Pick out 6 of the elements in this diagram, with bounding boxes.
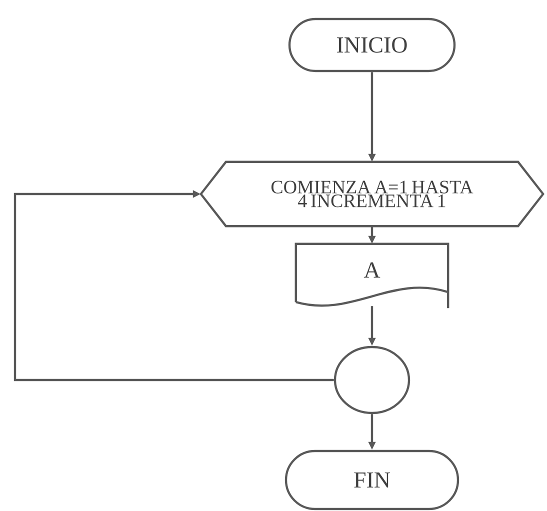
document-box: A [294, 242, 450, 310]
terminal-box: FIN [284, 450, 460, 510]
terminal-box: INICIO [288, 18, 456, 72]
connector-circle [334, 346, 410, 414]
arrow [14, 190, 334, 382]
loop-hexagon: COMIENZA A=1 HASTA 4 INCREMENTA 1 [200, 160, 544, 228]
